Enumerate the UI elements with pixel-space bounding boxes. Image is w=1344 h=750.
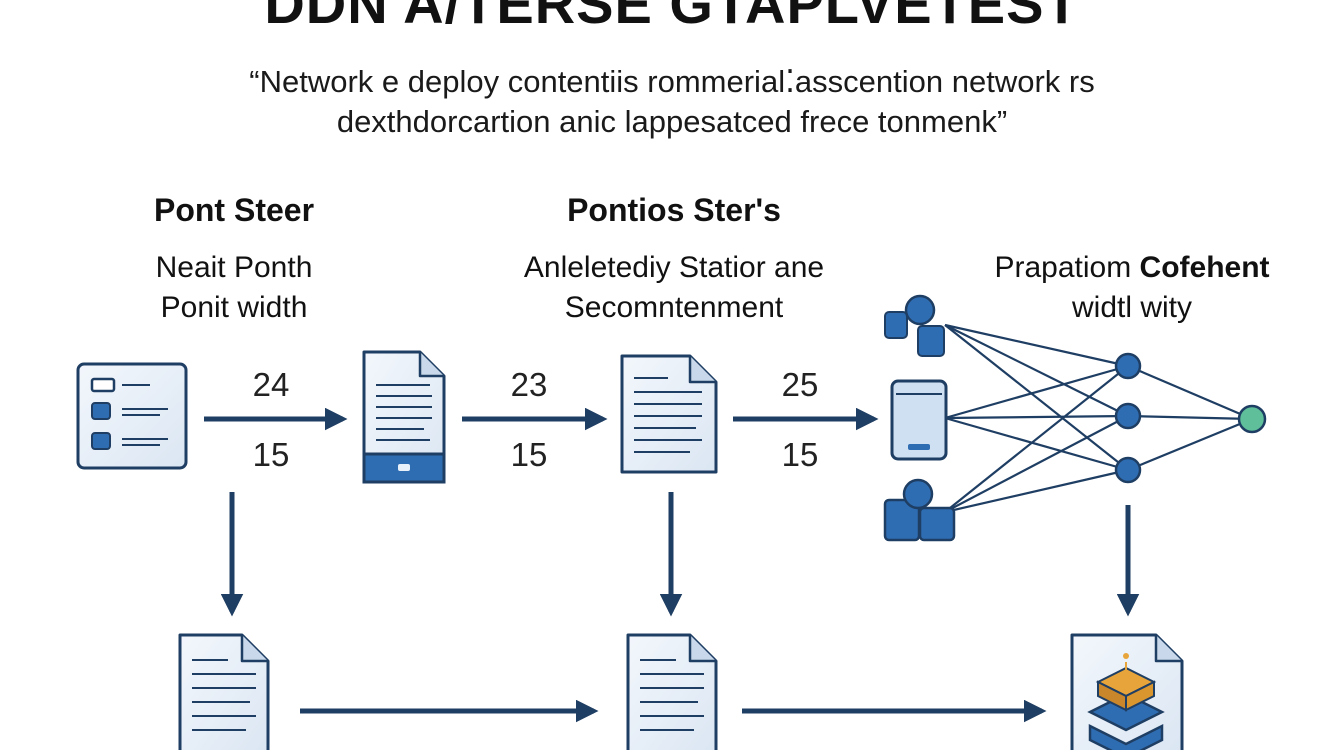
stage-1-desc-line-2: Ponit width <box>160 291 308 324</box>
user-boxes-icon <box>883 478 956 542</box>
document-icon <box>620 354 718 474</box>
stage-1-description: Neait Ponth Ponit width <box>94 248 374 328</box>
network-graph-icon <box>883 294 1267 542</box>
stage-1-title: Pont Steer <box>153 192 315 228</box>
arrow-2-label-top: 23 <box>510 366 548 403</box>
stage-2-description: Anleletediy Statior ane Secomntenment <box>474 248 874 328</box>
stacked-layers-icon <box>1070 633 1184 750</box>
stage-2-desc-line-1: Anleletediy Statior ane <box>523 251 825 284</box>
arrow-3-label-bottom: 15 <box>781 436 819 473</box>
stage-1-desc-line-1: Neait Ponth <box>155 251 313 284</box>
user-group-icon <box>884 294 945 357</box>
document-icon <box>626 633 718 750</box>
arrow-1-label-top: 24 <box>252 366 290 403</box>
arrow-2-label-bottom: 15 <box>510 436 548 473</box>
arrow-1-label-bottom: 15 <box>252 436 290 473</box>
network-output-node <box>1237 404 1267 434</box>
stage-3-desc-bold: Cofehent <box>1139 251 1270 284</box>
tablet-device-icon <box>890 379 948 461</box>
arrow-3-label-top: 25 <box>781 366 819 403</box>
stage-2-title: Pontios Ster's <box>567 192 781 228</box>
network-node <box>1114 352 1142 380</box>
tablet-document-icon <box>362 350 446 484</box>
stage-3-desc-line-2: widtl wity <box>1071 291 1192 324</box>
network-node <box>1114 456 1142 484</box>
stage-2-desc-line-2: Secomntenment <box>564 291 784 324</box>
network-node <box>1114 402 1142 430</box>
document-icon <box>178 633 270 750</box>
page-subtitle: “Network e deploy contentiis rommerial⁚a… <box>0 62 1344 142</box>
list-panel-icon <box>76 362 188 470</box>
subtitle-line-2: dexthdorcartion anic lappesatced frece t… <box>336 104 1008 139</box>
page-title: DDN A/TERSE GTAPLVETEST <box>264 0 1080 35</box>
stage-3-desc-line-1: Prapatiom Cofehent <box>950 248 1314 288</box>
subtitle-line-1: “Network e deploy contentiis rommerial⁚a… <box>249 64 1095 99</box>
stage-3-description: Prapatiom Cofehent widtl wity <box>950 248 1314 328</box>
stage-3-desc-prefix: Prapatiom <box>994 251 1140 284</box>
